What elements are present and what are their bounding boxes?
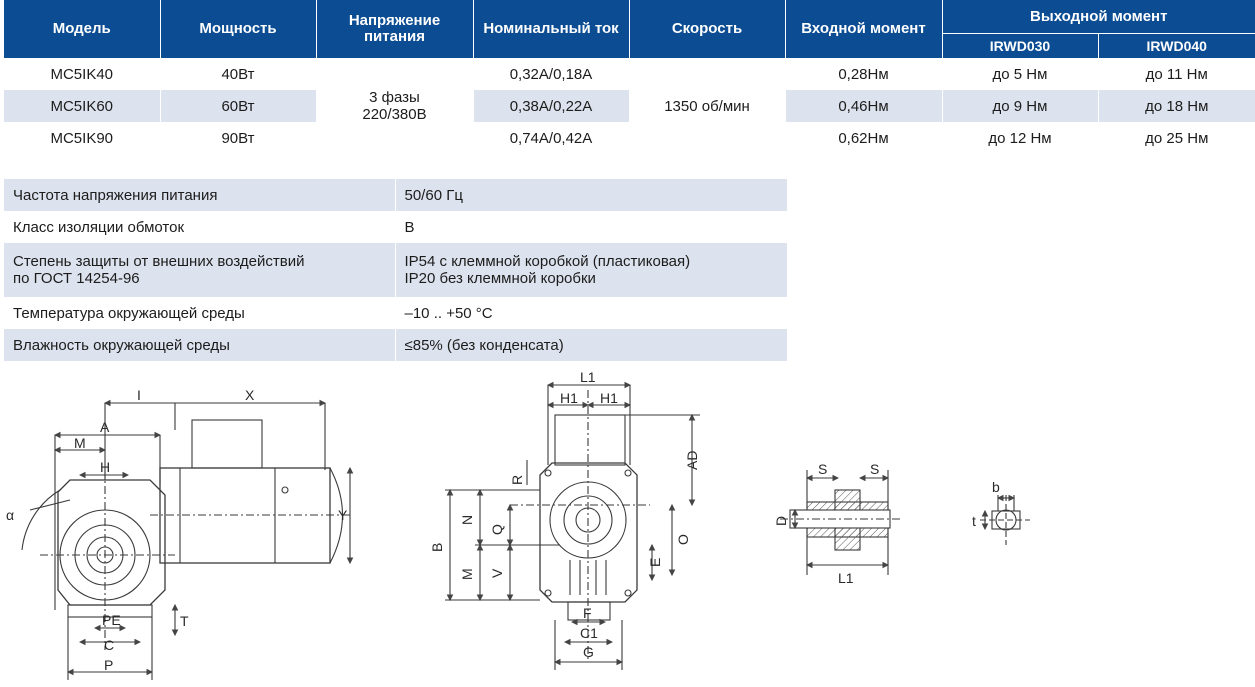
dim-label-a: A xyxy=(100,419,110,435)
cell-irwd040: до 18 Нм xyxy=(1097,90,1255,122)
dim-label-h: H xyxy=(100,459,110,475)
prop-name: Температура окружающей среды xyxy=(13,304,245,322)
header-power: Мощность xyxy=(159,0,316,58)
prop-name: Степень защиты от внешних воздействий по… xyxy=(4,243,395,297)
cell-irwd040: до 25 Нм xyxy=(1097,122,1255,154)
prop-value-line2: IP20 без клеммной коробки xyxy=(404,270,596,287)
prop-name-line1: Степень защиты от внешних воздействий xyxy=(13,253,305,270)
header-irwd030: IRWD030 xyxy=(941,33,1098,58)
dim-label-pe: PE xyxy=(102,612,121,628)
table-row: Класс изоляции обмоток B xyxy=(4,211,787,243)
dim-label-q: Q xyxy=(489,524,505,535)
dim-label-t-key: t xyxy=(972,513,976,529)
dim-label-b-key: b xyxy=(992,479,1000,495)
cell-current: 0,74А/0,42А xyxy=(472,122,629,154)
dim-label-l1: L1 xyxy=(580,369,596,385)
dim-label-r: R xyxy=(509,475,525,485)
dim-label-f: F xyxy=(583,605,592,621)
dim-label-h1-left: H1 xyxy=(560,390,578,406)
dim-label-v: V xyxy=(489,568,505,578)
voltage-line2: 220/380В xyxy=(362,106,427,123)
cell-speed: 1350 об/мин xyxy=(628,58,785,154)
cell-current: 0,32А/0,18А xyxy=(472,58,629,90)
prop-value: –10 .. +50 °С xyxy=(394,297,787,329)
cell-model: MC5IK90 xyxy=(50,129,114,147)
cell-irwd040: до 11 Нм xyxy=(1097,58,1255,90)
header-voltage: Напряжение питания xyxy=(315,0,473,58)
dim-label-m: M xyxy=(74,435,86,451)
header-output-torque: Выходной момент xyxy=(941,0,1255,34)
dim-label-y: Y xyxy=(338,507,348,523)
table-row: Температура окружающей среды –10 .. +50 … xyxy=(4,297,787,329)
dim-label-alpha: α xyxy=(6,507,14,523)
shaft-labels: S S D L1 xyxy=(773,461,879,586)
cell-power: 90Вт xyxy=(159,122,316,154)
prop-value-line1: IP54 с клеммной коробкой (пластиковая) xyxy=(404,253,691,270)
table-row: Влажность окружающей среды ≤85% (без кон… xyxy=(4,329,787,361)
table-row: Частота напряжения питания 50/60 Гц xyxy=(4,179,787,211)
side-view-labels: I X A M H α Y PE C P T xyxy=(6,387,348,673)
shaft-drawing xyxy=(780,470,900,575)
dim-label-s-left: S xyxy=(818,461,827,477)
dim-label-t: T xyxy=(180,613,189,629)
dim-label-c: C xyxy=(104,637,114,653)
dim-label-shaft-l1: L1 xyxy=(838,570,854,586)
side-view-drawing xyxy=(21,399,354,680)
header-model: Модель xyxy=(4,0,160,58)
dim-label-n: N xyxy=(459,515,475,525)
front-view-drawing xyxy=(445,381,700,670)
table-row: Степень защиты от внешних воздействий по… xyxy=(4,243,787,297)
cell-power: 60Вт xyxy=(159,90,316,122)
cell-input-torque: 0,62Нм xyxy=(784,122,942,154)
front-view-labels: L1 H1 H1 AD R N Q B M V O E F C1 G xyxy=(429,369,700,660)
cell-voltage: 3 фазы 220/380В xyxy=(315,58,473,154)
dim-label-ad: AD xyxy=(684,451,700,470)
dim-label-s-right: S xyxy=(870,461,879,477)
dim-label-e: E xyxy=(647,558,663,567)
prop-name: Класс изоляции обмоток xyxy=(13,218,185,236)
cell-irwd030: до 12 Нм xyxy=(941,122,1098,154)
dim-label-i: I xyxy=(137,387,141,403)
dim-label-p: P xyxy=(104,657,113,673)
header-irwd040: IRWD040 xyxy=(1097,33,1255,58)
cell-model: MC5IK60 xyxy=(4,90,160,122)
voltage-line1: 3 фазы xyxy=(369,89,420,106)
header-speed: Скорость xyxy=(628,0,785,58)
cell-model: MC5IK40 xyxy=(50,65,114,83)
dim-label-x: X xyxy=(245,387,255,403)
header-input-torque: Входной момент xyxy=(784,0,942,58)
table-row: MC5IK60 60Вт 0,38А/0,22А 0,46Нм до 9 Нм … xyxy=(4,90,1255,122)
properties-table: Частота напряжения питания 50/60 Гц Клас… xyxy=(4,179,787,361)
prop-name-line2: по ГОСТ 14254-96 xyxy=(13,270,140,287)
spec-table: Модель Мощность Напряжение питания Номин… xyxy=(4,0,1255,154)
dim-label-d: D xyxy=(773,516,789,526)
technical-drawings: I X A M H α Y PE C P T xyxy=(6,369,1030,680)
cell-input-torque: 0,46Нм xyxy=(784,90,942,122)
prop-value: ≤85% (без конденсата) xyxy=(394,329,787,361)
dim-label-g: G xyxy=(583,644,594,660)
dim-label-b: B xyxy=(429,543,445,552)
dim-label-m: M xyxy=(459,568,475,580)
prop-value: B xyxy=(394,211,787,243)
cell-irwd030: до 9 Нм xyxy=(941,90,1098,122)
table-row: MC5IK90 90Вт 0,74А/0,42А 0,62Нм до 12 Нм… xyxy=(4,122,1255,154)
dim-label-c1: C1 xyxy=(580,625,598,641)
cell-current: 0,38А/0,22А xyxy=(472,90,629,122)
dim-label-h1-right: H1 xyxy=(600,390,618,406)
cell-power: 40Вт xyxy=(159,58,316,90)
header-current: Номинальный ток xyxy=(472,0,629,58)
key-labels: b t xyxy=(972,479,1000,529)
prop-name: Частота напряжения питания xyxy=(4,179,395,211)
dim-label-o: O xyxy=(675,534,691,545)
cell-irwd030: до 5 Нм xyxy=(941,58,1098,90)
prop-name: Влажность окружающей среды xyxy=(4,329,395,361)
prop-value: 50/60 Гц xyxy=(394,179,787,211)
table-row: MC5IK40 40Вт 3 фазы 220/380В 0,32А/0,18А… xyxy=(4,58,1255,154)
key-drawing xyxy=(980,494,1030,545)
prop-value: IP54 с клеммной коробкой (пластиковая) I… xyxy=(394,243,787,297)
cell-input-torque: 0,28Нм xyxy=(784,58,942,90)
